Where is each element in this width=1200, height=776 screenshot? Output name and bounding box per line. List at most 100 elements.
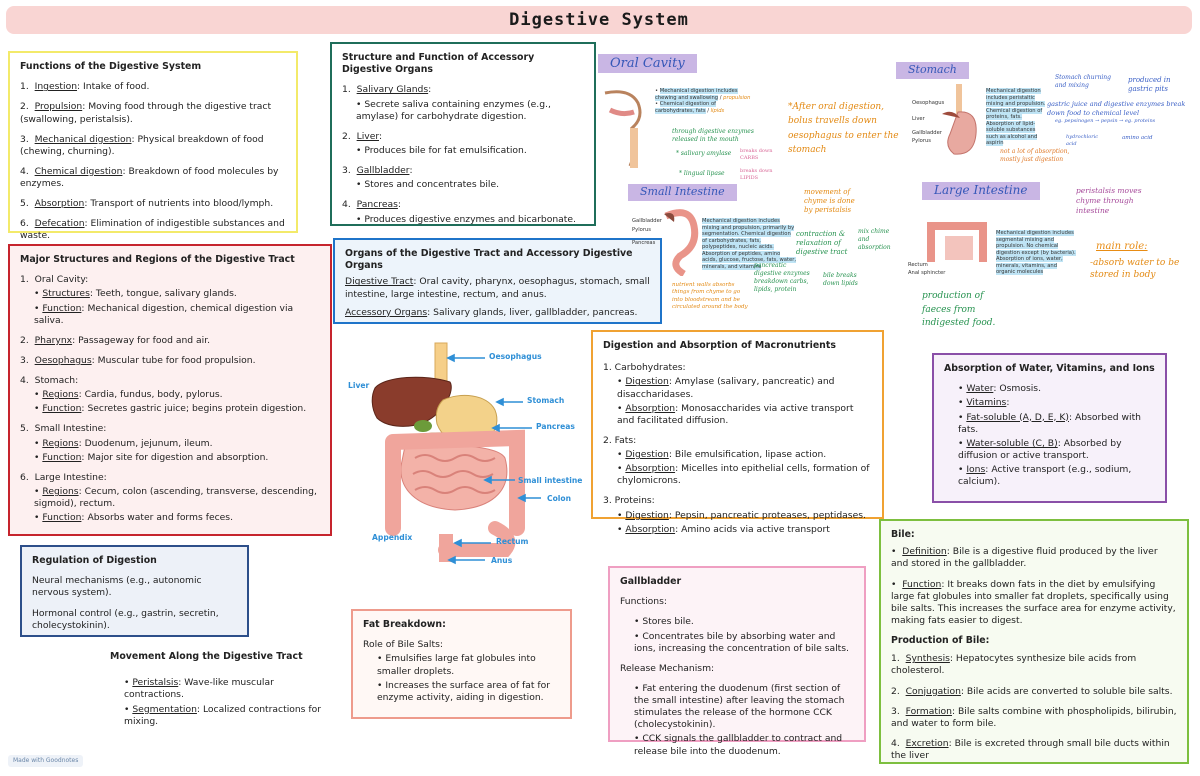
water-soluble-item: Water-soluble (C, B): Absorbed by diffus… — [944, 438, 1155, 462]
segmentation-item: Segmentation: Localized contractions for… — [110, 704, 322, 728]
fat-point-1: Emulsifies large fat globules into small… — [363, 653, 560, 677]
diagram-label-rectum: Rectum — [496, 537, 529, 546]
stomach-label-2: Liver — [912, 116, 925, 122]
function-item: 4. Chemical digestion: Breakdown of food… — [20, 165, 279, 190]
diagram-label-appendix: Appendix — [372, 533, 413, 542]
diagram-label-liver: Liver — [348, 381, 370, 390]
large-intestine-sketch — [927, 222, 987, 262]
accessory-organ-detail: Produces bile for fat emulsification. — [342, 145, 584, 157]
accessory-organs-text: Accessory Organs: Salivary glands, liver… — [345, 306, 638, 318]
stomach-orange-note: not a lot of absorption, mostly just dig… — [1000, 148, 1070, 163]
large-intestine-regions: Regions: Cecum, colon (ascending, transv… — [20, 486, 320, 510]
diagram-label-colon: Colon — [547, 494, 572, 503]
oral-cavity-tag: Oral Cavity — [598, 54, 697, 74]
regulation-neural: Neural mechanisms (e.g., autonomic nervo… — [32, 575, 202, 599]
large-green-note: production of faeces from indigested foo… — [922, 291, 996, 328]
carbs-note: breaks down CARBS — [740, 148, 773, 161]
bile-synthesis: 1. Synthesis: Hepatocytes synthesize bil… — [891, 653, 1137, 677]
stomach-tag: Stomach — [896, 62, 969, 79]
movement-heading: Movement Along the Digestive Tract — [110, 651, 303, 662]
proteins-digestion: Digestion: Pepsin, pancreatic proteases,… — [603, 510, 872, 522]
release-point-1: Fat entering the duodenum (first section… — [620, 683, 854, 732]
bile-heading: Bile: — [891, 529, 915, 540]
diagram-label-anus: Anus — [491, 556, 513, 565]
macronutrients-heading: Digestion and Absorption of Macronutrien… — [603, 340, 836, 351]
title-banner: Digestive System — [6, 6, 1192, 34]
digestive-system-diagram — [371, 342, 541, 565]
small-green-4: bile breaks down lipids — [823, 272, 858, 287]
oesophagus-item: 3. Oesophagus: Muscular tube for food pr… — [20, 354, 256, 366]
bile-definition: • Definition: Bile is a digestive fluid … — [891, 546, 1158, 570]
accessory-organ-item: 3. Gallbladder: — [342, 165, 413, 177]
small-green-2: mix chime and absorption — [858, 228, 891, 251]
regulation-hormonal: Hormonal control (e.g., gastrin, secreti… — [32, 607, 219, 631]
salivary-amylase-note: * salivary amylase — [676, 150, 732, 157]
bile-production-heading: Production of Bile: — [891, 635, 990, 647]
regulation-box: Regulation of Digestion Neural mechanism… — [20, 545, 249, 637]
large-purple-note: peristalsis moves chyme through intestin… — [1076, 186, 1142, 215]
bile-salts-role: Role of Bile Salts: — [363, 639, 443, 651]
bile-box: Bile: • Definition: Bile is a digestive … — [879, 519, 1189, 764]
function-item: 3. Mechanical digestion: Physical breakd… — [20, 133, 264, 157]
diagram-label-stomach: Stomach — [527, 396, 565, 405]
release-point-2: CCK signals the gallbladder to contract … — [620, 733, 854, 757]
stomach-blue-2: produced in gastric pits — [1128, 76, 1171, 94]
function-item: 5. Absorption: Transport of nutrients in… — [20, 198, 274, 210]
gallbladder-functions-label: Functions: — [620, 596, 667, 608]
bile-function: • Function: It breaks down fats in the d… — [891, 578, 1176, 626]
large-main-role: main role: — [1096, 241, 1148, 252]
diagram-label-oesophagus: Oesophagus — [489, 352, 542, 361]
proteins-absorption: Absorption: Amino acids via active trans… — [603, 524, 872, 536]
accessory-organ-detail: Stores and concentrates bile. — [342, 179, 584, 191]
small-label-1: Gallbladder — [632, 218, 662, 224]
carbs-digestion: Digestion: Amylase (salivary, pancreatic… — [603, 376, 872, 400]
small-orange-1: movement of chyme is done by peristalsis — [804, 188, 855, 215]
stomach-label-4: Pylorus — [912, 138, 931, 144]
major-structures-box: Major Structures and Regions of the Dige… — [8, 244, 332, 536]
major-structures-heading: Major Structures and Regions of the Dige… — [20, 254, 295, 265]
stomach-mini-notes: Mechanical digestion includes peristalti… — [986, 88, 1046, 146]
small-label-2: Pylorus — [632, 227, 651, 233]
stomach-sketch — [942, 84, 977, 155]
ions-item: Ions: Active transport (e.g., sodium, ca… — [944, 464, 1155, 488]
water-item: Water: Osmosis. — [944, 383, 1155, 395]
functions-box: Functions of the Digestive System 1. Ing… — [8, 51, 298, 241]
digestive-tract-text: Digestive Tract: Oral cavity, pharynx, o… — [345, 276, 650, 300]
stomach-label-1: Oesophagus — [912, 100, 945, 106]
accessory-organ-item: 4. Pancreas: — [342, 199, 402, 211]
gallbladder-box: Gallbladder Functions: Stores bile. Conc… — [608, 566, 866, 757]
small-green-1: contraction & relaxation of digestive tr… — [796, 230, 848, 257]
regulation-heading: Regulation of Digestion — [32, 555, 157, 566]
oral-cavity-label: 1. Oral Cavity: — [20, 274, 89, 286]
stomach-label-3: Gallbladder — [912, 130, 942, 136]
diagram-label-small-intestine: Small intestine — [518, 476, 583, 485]
accessory-structure-heading: Structure and Function of Accessory Dige… — [342, 52, 535, 76]
vitamins-item: Vitamins: — [944, 397, 1155, 409]
functions-heading: Functions of the Digestive System — [20, 61, 202, 72]
accessory-structure-list: 1. Salivary Glands:Secrete saliva contai… — [342, 84, 584, 225]
oral-mini-notes: • Mechanical digestion includes chewing … — [655, 88, 751, 114]
pharynx-item: 2. Pharynx: Passageway for food and air. — [20, 334, 211, 346]
oral-cavity-sketch — [604, 90, 642, 168]
bile-conjugation: 2. Conjugation: Bile acids are converted… — [891, 685, 1173, 697]
peristalsis-item: Peristalsis: Wave-like muscular contract… — [110, 677, 322, 701]
fat-breakdown-box: Fat Breakdown: Role of Bile Salts: Emuls… — [351, 609, 572, 719]
function-item: 2. Propulsion: Moving food through the d… — [20, 101, 272, 125]
function-item: 1. Ingestion: Intake of food. — [20, 81, 150, 93]
carbs-label: 1. Carbohydrates: — [603, 362, 686, 374]
stomach-label: 4. Stomach: — [20, 375, 79, 387]
absorption-box: Absorption of Water, Vitamins, and Ions … — [932, 353, 1167, 503]
small-green-3: pancreatic digestive enzymes breakdown c… — [754, 262, 810, 293]
functions-list: 1. Ingestion: Intake of food. 2. Propulsi… — [20, 81, 286, 242]
accessory-structure-box: Structure and Function of Accessory Dige… — [330, 42, 596, 226]
gallbladder-function-1: Stores bile. — [620, 616, 854, 628]
goodnotes-badge: Made with Goodnotes — [8, 755, 84, 767]
large-intestine-function: Function: Absorbs water and forms feces. — [20, 512, 320, 524]
movement-box: Movement Along the Digestive Tract Peris… — [100, 643, 332, 731]
fat-breakdown-heading: Fat Breakdown: — [363, 619, 446, 630]
absorption-heading: Absorption of Water, Vitamins, and Ions — [944, 363, 1155, 374]
fats-label: 2. Fats: — [603, 434, 637, 446]
organs-heading: Organs of the Digestive Tract and Access… — [345, 248, 633, 272]
stomach-function: Function: Secretes gastric juice; begins… — [20, 403, 320, 415]
gallbladder-function-2: Concentrates bile by absorbing water and… — [620, 631, 854, 655]
